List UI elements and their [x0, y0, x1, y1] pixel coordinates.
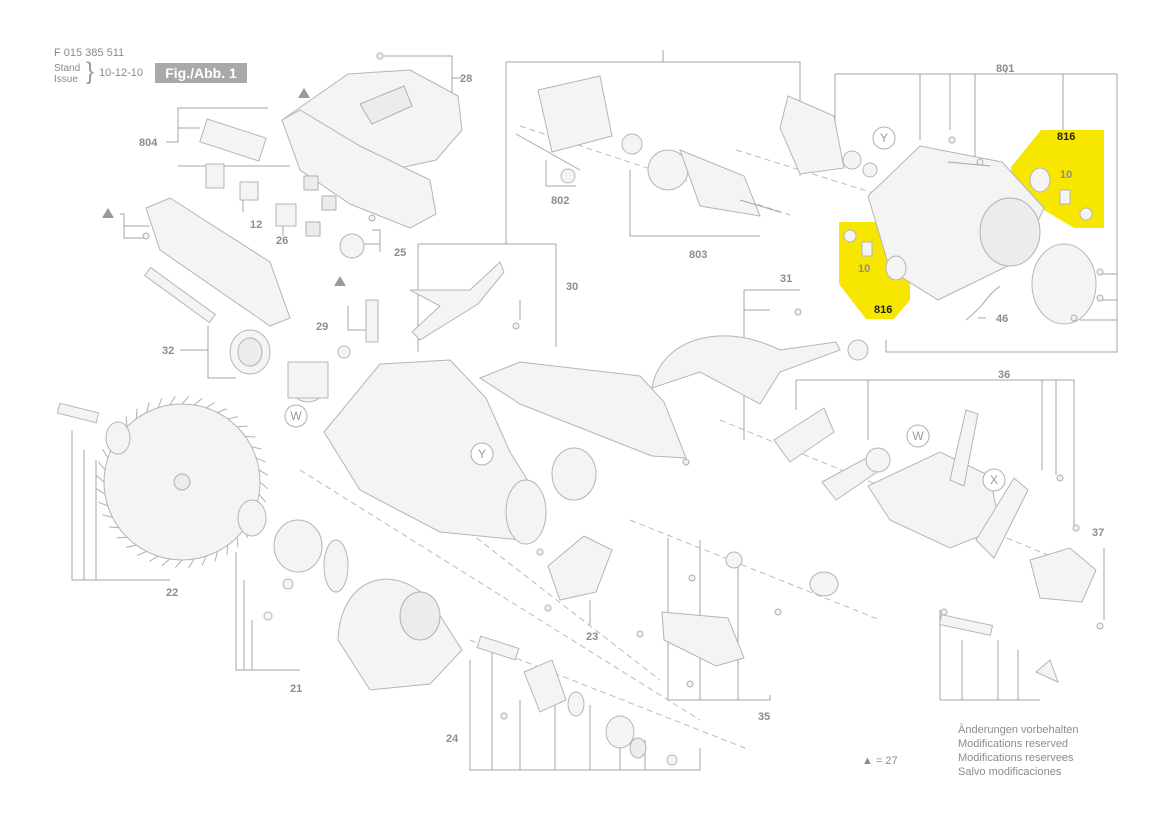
screws	[142, 52, 1104, 720]
label-21: 21	[290, 683, 302, 695]
stand-label: Stand	[54, 63, 81, 74]
label-31: 31	[780, 273, 792, 285]
label-22: 22	[166, 587, 178, 599]
label-804: 804	[139, 137, 158, 149]
notice-de: Änderungen vorbehalten	[958, 724, 1079, 736]
brace-glyph: }	[86, 58, 95, 85]
callout-y-center: Y	[470, 442, 494, 466]
triangle-icon	[334, 276, 346, 286]
figure-badge: Fig./Abb. 1	[155, 63, 247, 83]
svg-text:Y: Y	[478, 447, 486, 461]
label-802: 802	[551, 195, 569, 207]
svg-text:Y: Y	[880, 131, 888, 145]
issue-label: Issue	[54, 74, 78, 85]
triangle-markers	[102, 88, 346, 286]
label-37: 37	[1092, 527, 1104, 539]
label-26: 26	[276, 235, 288, 247]
label-816-right: 816	[1057, 131, 1075, 143]
modifications-notice: Änderungen vorbehalten Modifications res…	[958, 723, 1078, 779]
label-10-right: 10	[1060, 169, 1072, 181]
label-23: 23	[586, 631, 598, 643]
stand-issue-label: Stand Issue	[54, 63, 80, 85]
callout-circles: Y Y W W X	[284, 126, 1006, 492]
label-816-left: 816	[874, 304, 892, 316]
issue-date: 10-12-10	[99, 67, 144, 79]
label-46: 46	[996, 313, 1008, 325]
notice-fr: Modifications reservees	[958, 752, 1074, 764]
part-number-labels: 28 801 804 802 803 816 816 10 10 12 26 2…	[139, 63, 1104, 745]
triangle-icon	[298, 88, 310, 98]
label-28: 28	[460, 73, 472, 85]
label-25: 25	[394, 247, 406, 259]
label-10-left: 10	[858, 263, 870, 275]
label-803: 803	[689, 249, 707, 261]
label-29: 29	[316, 321, 328, 333]
notice-en: Modifications reserved	[958, 738, 1069, 750]
label-30: 30	[566, 281, 578, 293]
svg-text:X: X	[990, 473, 998, 487]
svg-text:W: W	[912, 429, 924, 443]
document-number: F 015 385 511	[54, 47, 125, 59]
label-32: 32	[162, 345, 174, 357]
label-36: 36	[998, 369, 1010, 381]
label-35: 35	[758, 711, 770, 723]
svg-text:W: W	[290, 409, 302, 423]
parts	[56, 69, 1097, 766]
callout-w-right: W	[906, 424, 930, 448]
label-801: 801	[996, 63, 1014, 75]
triangle-icon	[102, 208, 114, 218]
triangle-footnote: ▲ = 27	[862, 755, 898, 767]
label-12: 12	[250, 219, 262, 231]
notice-es: Salvo modificaciones	[958, 766, 1062, 778]
callout-y-top: Y	[872, 126, 896, 150]
callout-w-left: W	[284, 404, 308, 428]
label-24: 24	[446, 733, 459, 745]
callout-x: X	[982, 468, 1006, 492]
